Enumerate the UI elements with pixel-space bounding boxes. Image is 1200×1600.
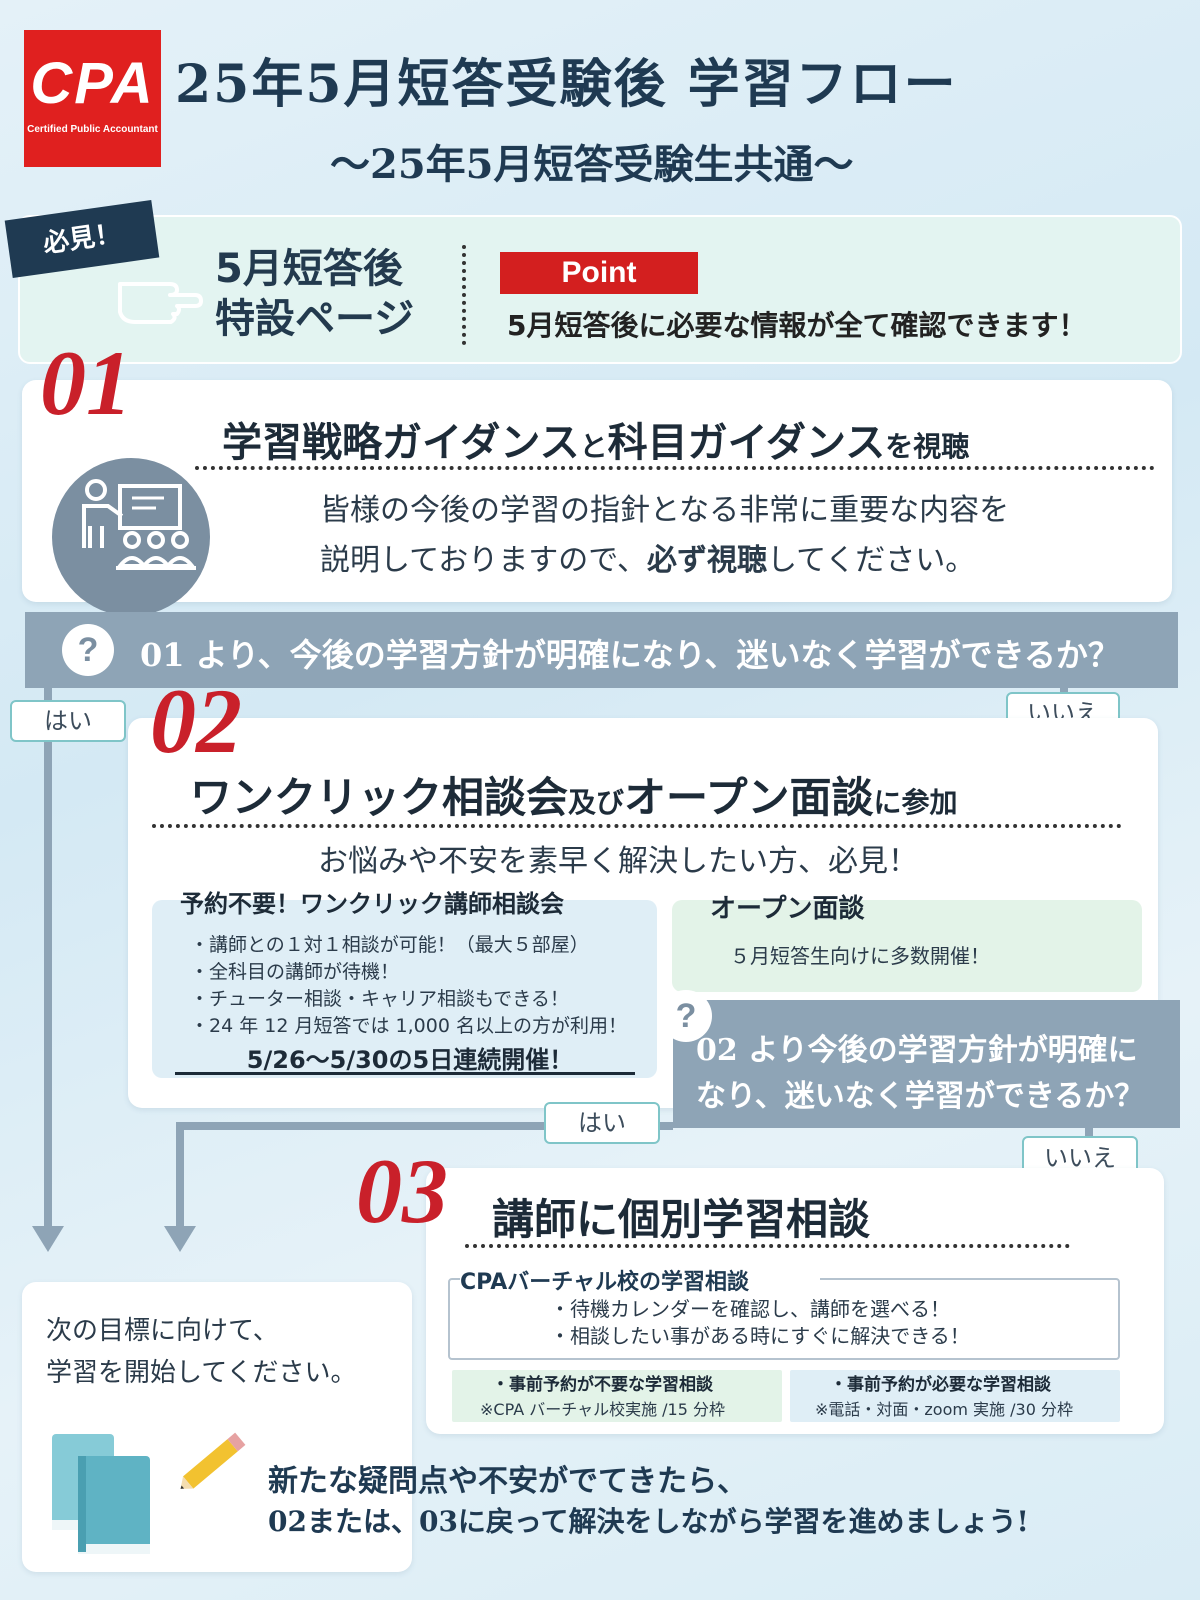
reservation-title: ・事前予約が必要な学習相談 (830, 1375, 1051, 1395)
goal-line1: 次の目標に向けて、 (46, 1316, 279, 1346)
list-item: ・24 年 12 月短答では 1,000 名以上の方が利用！ (190, 1015, 627, 1037)
divider (462, 245, 466, 345)
step01-title-c: 科目ガイダンス (607, 420, 886, 466)
yes2-line (176, 1122, 184, 1230)
step01-number: 01 (40, 332, 132, 434)
reservation-box[interactable] (790, 1370, 1120, 1422)
step03-number: 03 (356, 1140, 448, 1242)
list-item: ・待機カレンダーを確認し、講師を選べる！ (550, 1297, 950, 1321)
question2-icon: ? (660, 990, 712, 1042)
step01-description: 皆様の今後の学習の指針となる非常に重要な内容を 説明しておりますので、必ず視聴し… (320, 486, 1150, 586)
open-interview-title: オープン面談 (710, 894, 865, 924)
step01-desc-line2c: してください。 (767, 543, 976, 578)
list-item: ・講師との１対１相談が可能！（最大５部屋） (190, 934, 589, 956)
logo-text: CPA (30, 51, 155, 116)
goal-text: 次の目標に向けて、 学習を開始してください。 (46, 1310, 406, 1394)
step03-title: 講師に個別学習相談 (492, 1195, 871, 1244)
no-reservation-box[interactable] (452, 1370, 782, 1422)
yes2-hline (176, 1122, 673, 1130)
oneclick-list: ・講師との１対１相談が可能！（最大５部屋） ・全科目の講師が待機！ ・チューター… (190, 932, 650, 1040)
cpa-logo: CPA Certified Public Accountant (24, 30, 161, 167)
virtual-list: ・待機カレンダーを確認し、講師を選べる！ ・相談したい事がある時にすぐに解決でき… (550, 1296, 1070, 1350)
logo-subtext: Certified Public Accountant (27, 124, 158, 135)
yes1-label[interactable]: はい (10, 700, 126, 742)
no-reservation-title: ・事前予約が不要な学習相談 (492, 1375, 713, 1395)
question1-bar (25, 612, 1178, 688)
step01-title-d: を視聴 (885, 430, 970, 463)
page-subtitle: ～25年5月短答受験生共通～ (330, 141, 854, 188)
question2-text: 02 より今後の学習方針が明確に なり、迷いなく学習ができるか？ (696, 1028, 1176, 1120)
list-item: ・全科目の講師が待機！ (190, 961, 400, 983)
step02-title-a: ワンクリック相談会 (190, 773, 569, 822)
page-title: 25年5月短答受験後 学習フロー (175, 54, 958, 115)
question1-icon: ? (62, 624, 114, 676)
open-interview-box[interactable] (672, 900, 1142, 992)
yes1-arrowhead (32, 1226, 64, 1252)
special-page-title: 5月短答後 特設ページ (215, 244, 445, 344)
teacher-board-icon (82, 479, 197, 570)
list-item: ・相談したい事がある時にすぐに解決できる！ (550, 1324, 970, 1348)
step02-number: 02 (150, 670, 242, 772)
yes2-label[interactable]: はい (544, 1102, 660, 1144)
yes2-arrowhead (164, 1226, 196, 1252)
step01-dotline (195, 466, 1155, 470)
open-interview-text: ５月短答生向けに多数開催！ (730, 944, 990, 968)
virtual-title: CPAバーチャル校の学習相談 (460, 1264, 820, 1296)
lecture-icon (52, 458, 210, 616)
step01-title-b: と (579, 430, 608, 463)
pencil-icon (180, 1432, 246, 1489)
question1-text: 01 より、今後の学習方針が明確になり、迷いなく学習ができるか？ (140, 636, 1120, 674)
point-label: Point (500, 252, 698, 294)
question2-box (673, 1000, 1180, 1128)
list-item: ・チューター相談・キャリア相談もできる！ (190, 988, 569, 1010)
step01-desc-line2: 説明しておりますので、必ず視聴してください。 (320, 536, 1150, 586)
oneclick-box[interactable] (152, 900, 657, 1078)
question2-line1: 02 より今後の学習方針が明確に (696, 1033, 1138, 1068)
footer-line1: 新たな疑問点や不安がでてきたら、 (268, 1464, 748, 1499)
step01-desc-emphasis: 必ず視聴 (647, 543, 767, 578)
point-text: 5月短答後に必要な情報が全て確認できます！ (507, 309, 1087, 342)
step02-dotline (152, 824, 1122, 828)
footer-line2: 02または、03に戻って解決をしながら学習を進めましょう! (268, 1505, 1029, 1538)
books-icon (52, 1434, 150, 1554)
reservation-note: ※電話・対面・zoom 実施 /30 分枠 (815, 1400, 1073, 1419)
pointing-hand-icon (118, 282, 203, 324)
oneclick-title: 予約不要！ワンクリック講師相談会 (180, 890, 564, 918)
step01-desc-line2a: 説明しておりますので、 (320, 543, 647, 578)
special-page-title-line1: 5月短答後 (215, 246, 403, 292)
step01-desc-line1: 皆様の今後の学習の指針となる非常に重要な内容を (320, 493, 1010, 528)
question2-line2: なり、迷いなく学習ができるか？ (696, 1079, 1145, 1114)
step02-lead: お悩みや不安を素早く解決したい方、必見！ (318, 844, 918, 879)
step02-title-c: オープン面談 (624, 773, 874, 822)
yes1-line (44, 688, 52, 1228)
step01-title: 学習戦略ガイダンスと科目ガイダンスを視聴 (222, 410, 1162, 468)
special-page-title-line2: 特設ページ (215, 296, 415, 342)
oneclick-dates: 5/26〜5/30の5日連続開催！ (246, 1046, 574, 1074)
step02-title: ワンクリック相談会及びオープン面談に参加 (190, 764, 1150, 825)
oneclick-dates-underline (175, 1072, 635, 1075)
step01-title-a: 学習戦略ガイダンス (222, 420, 580, 466)
no-reservation-note: ※CPA バーチャル校実施 /15 分枠 (480, 1400, 725, 1419)
step01-card (22, 380, 1172, 602)
step03-dotline (465, 1244, 1070, 1248)
step02-title-d: に参加 (873, 786, 958, 819)
step02-title-b: 及び (568, 786, 625, 819)
goal-line2: 学習を開始してください。 (46, 1358, 357, 1388)
